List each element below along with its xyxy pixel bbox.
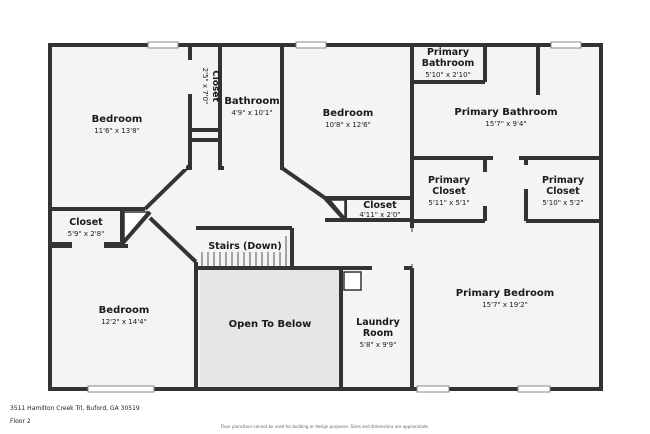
room-label-laundry-2: Room [363, 328, 393, 339]
room-dims-primary-closet-r: 5'10" x 5'2" [542, 199, 583, 207]
room-label-bedroom-center: Bedroom [323, 108, 374, 119]
room-label-primary-bedroom: Primary Bedroom [456, 288, 554, 299]
footer-floor: Floor 2 [10, 418, 31, 425]
room-dims-bathroom: 4'9" x 10'1" [231, 109, 272, 117]
hatch-areas [123, 199, 362, 291]
room-label-closet-center: Closet [363, 200, 397, 211]
room-dims-laundry: 5'8" x 9'9" [360, 341, 397, 349]
room-label-laundry-1: Laundry [356, 317, 400, 328]
room-label-open-to-below: Open To Below [229, 319, 312, 330]
room-dims-closet-vertical: 2'5" x 7'0" [201, 68, 209, 105]
room-label-bathroom: Bathroom [224, 96, 279, 107]
door-openings [72, 60, 529, 271]
footer-disclaimer: Floor plans/tour cannot be used for buil… [220, 424, 430, 429]
room-dims-primary-bath: 15'7" x 9'4" [485, 120, 526, 128]
room-dims-primary-closet-l: 5'11" x 5'1" [428, 199, 469, 207]
room-dims-primary-bath-small: 5'10" x 2'10" [425, 71, 471, 79]
windows [87, 41, 582, 393]
room-label-bedroom-sw: Bedroom [99, 305, 150, 316]
footer-address: 3511 Hamilton Creek Trl, Buford, GA 3051… [10, 405, 140, 412]
room-label-closet-vertical: Closet [210, 70, 220, 102]
room-label-stairs: Stairs (Down) [208, 241, 281, 252]
room-dims-bedroom-nw: 11'6" x 13'8" [94, 127, 140, 135]
room-label-primary-closet-r-2: Closet [546, 186, 580, 197]
open-to-below-area [200, 270, 341, 389]
room-label-primary-closet-r-1: Primary [542, 175, 585, 186]
room-label-primary-bath: Primary Bathroom [454, 107, 557, 118]
room-dims-primary-bedroom: 15'7" x 19'2" [482, 301, 528, 309]
room-dims-closet-west: 5'9" x 2'8" [68, 230, 105, 238]
room-label-bedroom-nw: Bedroom [92, 114, 143, 125]
room-label-primary-bath-small-1: Primary [427, 47, 470, 58]
room-label-primary-closet-l-2: Closet [432, 186, 466, 197]
stairs-treads [201, 236, 287, 266]
room-label-primary-bath-small-2: Bathroom [422, 58, 475, 69]
room-label-closet-west: Closet [69, 217, 103, 228]
room-dims-closet-center: 4'11" x 2'0" [359, 211, 400, 219]
room-dims-bedroom-sw: 12'2" x 14'4" [101, 318, 147, 326]
room-label-primary-closet-l-1: Primary [428, 175, 471, 186]
room-dims-bedroom-center: 10'8" x 12'6" [325, 121, 371, 129]
